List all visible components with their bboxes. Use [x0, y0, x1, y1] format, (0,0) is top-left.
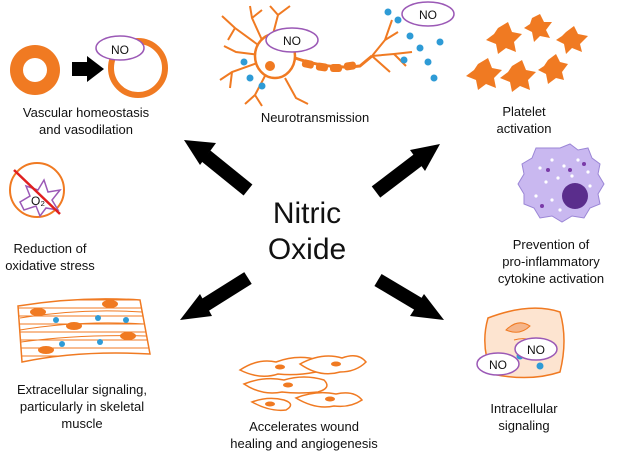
neuron-icon: [219, 5, 413, 107]
vessel-constricted-icon: [10, 45, 60, 95]
intracellular-cell-icon: [476, 307, 565, 379]
vessel-dilated-icon: [95, 35, 168, 98]
arrow-up-left: [184, 140, 253, 196]
caption-cytokine: Prevention of pro-inflammatory cytokine …: [497, 237, 605, 286]
myelin-sheath: [301, 59, 357, 72]
fibroblast-nuclei: [265, 361, 341, 407]
arrow-up-right: [371, 144, 440, 198]
caption-extracellular: Extracellular signaling, particularly in…: [16, 382, 148, 431]
no-label-intracellular-2: NO: [489, 358, 507, 372]
fibroblast-cells-icon: [238, 355, 368, 412]
platelet-icon: [466, 14, 588, 92]
immune-cell-icon: [517, 143, 605, 223]
no-label-neuron: NO: [283, 34, 301, 48]
center-title-line2: Oxide: [267, 233, 347, 266]
caption-oxidative: Reduction of oxidative stress: [5, 241, 95, 273]
vasodilation-arrow-icon: [72, 56, 104, 82]
no-molecules-neuron: [240, 8, 444, 90]
arrow-down-left: [180, 272, 252, 320]
no-label-vascular: NO: [111, 43, 129, 57]
no-label-synapse: NO: [419, 8, 437, 22]
oxidative-stress-icon: [9, 162, 65, 218]
center-title: Nitric Oxide: [249, 196, 365, 268]
caption-platelet: Platelet activation: [496, 104, 552, 136]
neuron-nucleus: [265, 61, 275, 71]
caption-neurotransmission: Neurotransmission: [260, 110, 370, 125]
muscle-tissue-icon: [17, 298, 151, 363]
caption-wound: Accelerates wound healing and angiogenes…: [230, 419, 378, 451]
no-label-intracellular-1: NO: [527, 343, 545, 357]
caption-vascular: Vascular homeostasis and vasodilation: [22, 105, 150, 137]
no-oval-neuron: [265, 27, 319, 53]
no-oval-synapse: [401, 1, 455, 27]
o2-label: O₂: [31, 194, 45, 208]
caption-intracellular: Intracellular signaling: [490, 401, 558, 433]
center-title-line1: Nitric: [272, 197, 342, 230]
arrow-down-right: [374, 273, 444, 320]
